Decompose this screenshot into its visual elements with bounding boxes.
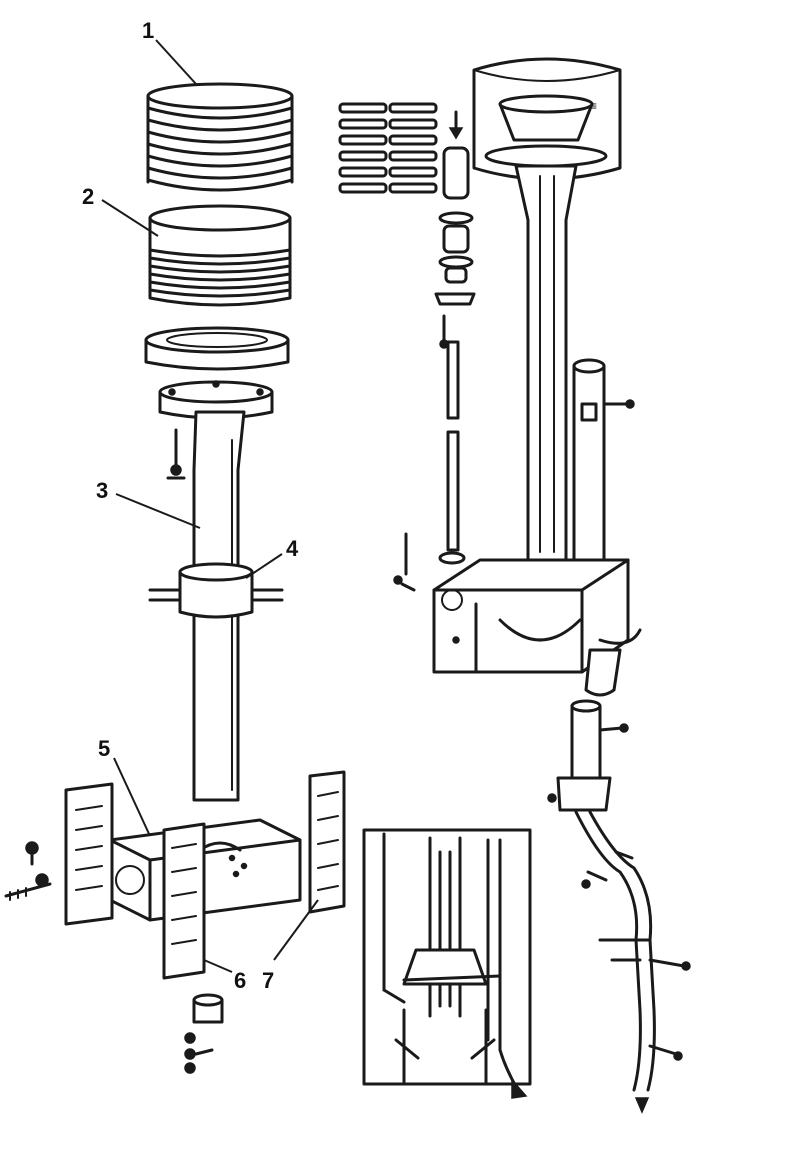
front-grille-panel xyxy=(162,822,206,980)
callout-7: 7 xyxy=(262,968,274,993)
leader-2 xyxy=(101,199,159,237)
callout-2: 2 xyxy=(82,184,94,209)
coil-spring-stack xyxy=(146,82,294,192)
leader-7 xyxy=(273,899,319,961)
glass-housing: ≡ xyxy=(472,57,622,181)
flange-bolts xyxy=(166,428,186,480)
right-grille-panel xyxy=(308,770,346,914)
callout-6: 6 xyxy=(234,968,246,993)
right-base-block xyxy=(432,558,642,674)
leader-6 xyxy=(203,959,233,973)
vertical-tube xyxy=(514,164,578,562)
callout-5: 5 xyxy=(98,736,110,761)
leader-4 xyxy=(245,553,283,579)
left-grille-panel xyxy=(64,782,114,926)
callout-4: 4 xyxy=(286,536,299,561)
clamp-collar xyxy=(148,562,284,619)
leader-1 xyxy=(155,39,197,85)
leader-5 xyxy=(113,757,151,837)
left-assembly: 1 2 3 4 5 6 7 xyxy=(4,18,346,1074)
outlet-spout xyxy=(584,648,622,697)
small-parts-column xyxy=(393,110,476,592)
pipe-bracket-assembly xyxy=(547,699,691,1114)
loose-bolts-left xyxy=(4,841,52,901)
filter-strips xyxy=(338,102,438,194)
right-column-assembly: ≡ xyxy=(338,57,642,697)
ribbed-drum xyxy=(148,204,292,307)
leader-3 xyxy=(115,493,201,529)
callout-1: 1 xyxy=(142,18,154,43)
cutaway-inset xyxy=(362,828,532,1099)
svg-text:≡: ≡ xyxy=(590,99,597,113)
bearing-ring xyxy=(144,326,290,371)
callout-3: 3 xyxy=(96,478,108,503)
knob-part xyxy=(184,993,224,1074)
side-cylinder xyxy=(572,358,635,582)
